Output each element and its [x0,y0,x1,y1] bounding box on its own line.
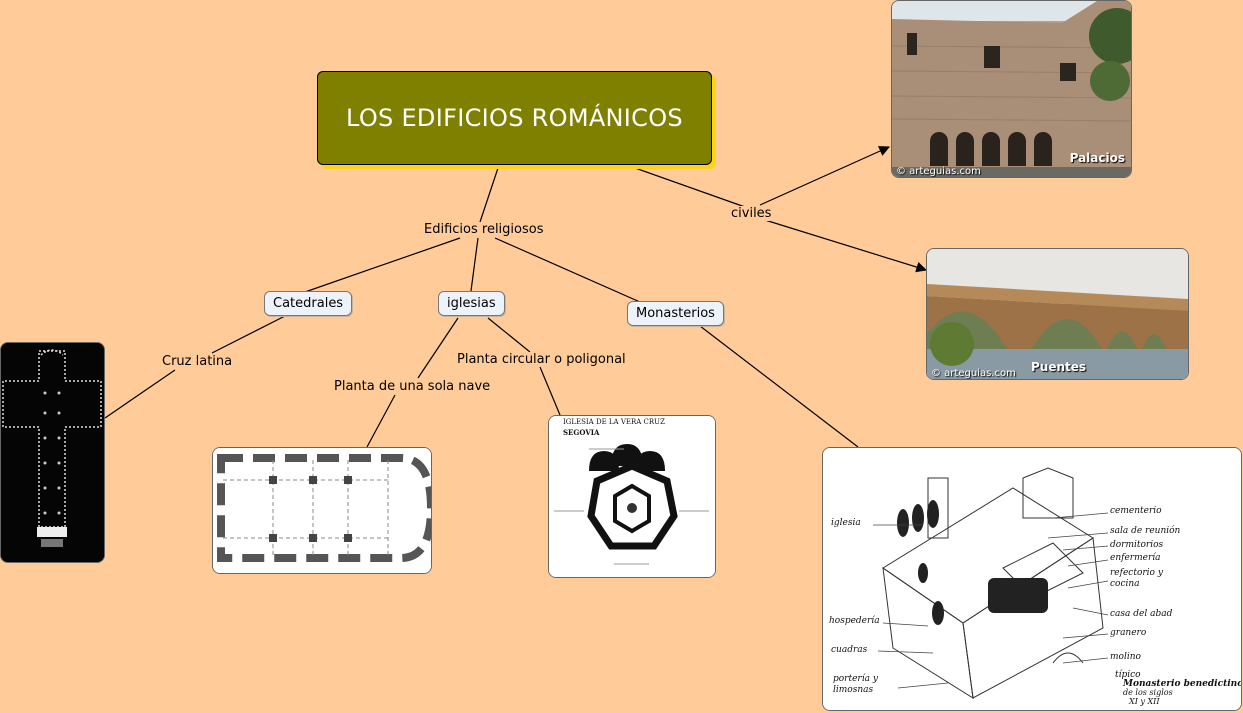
concept-monasterios[interactable]: Monasterios [627,301,724,326]
monastery-label-2: hospedería [829,616,880,626]
monastery-label-11: granero [1110,628,1147,638]
palace-illustration [892,1,1131,177]
link-label-sola-nave: Planta de una sola nave [332,379,493,394]
concept-iglesias[interactable]: iglesias [438,291,505,316]
link-label-religiosos: Edificios religiosos [422,222,546,237]
vera-cruz-heading: IGLESIA DE LA VERA CRUZ [563,418,665,426]
monastery-label-12: molino [1110,652,1141,662]
monastery-label-6: sala de reunión [1110,526,1181,536]
monastery-label-3: cuadras [831,645,868,655]
link-label-circular: Planta circular o poligonal [455,352,628,367]
link-label-cruz-latina: Cruz latina [160,354,235,369]
image-vera-cruz-plan[interactable]: IGLESIA DE LA VERA CRUZ SEGOVIA [548,415,716,578]
vera-cruz-city: SEGOVIA [563,428,600,437]
monastery-label-1: iglesia [831,518,861,528]
monastery-caption-3: de los siglos [1123,688,1173,697]
palacios-watermark: © arteguias.com [896,166,981,177]
link-label-civiles: civiles [729,206,774,221]
image-cruz-latina-plan[interactable] [0,342,105,563]
image-monasterio[interactable]: iglesia hospedería cuadras portería y li… [822,447,1242,711]
monastery-label-7: dormitorios [1110,540,1164,550]
image-una-nave-plan[interactable] [212,447,432,574]
monastery-caption-4: XI y XII [1129,697,1160,706]
monastery-caption-1: típico [1115,670,1141,680]
single-nave-plan [213,448,431,573]
concept-catedrales[interactable]: Catedrales [264,291,353,316]
monastery-caption-2: Monasterio benedictino [1123,679,1242,689]
monastery-label-10: casa del abad [1110,609,1173,619]
latin-cross-plan [1,343,104,562]
main-title[interactable]: LOS EDIFICIOS ROMÁNICOS [317,71,712,165]
monastery-label-5: cementerio [1110,506,1162,516]
puentes-caption: Puentes [1031,360,1087,374]
image-palacios[interactable]: Palacios © arteguias.com [891,0,1132,178]
monastery-label-8: enfermería [1110,553,1161,563]
palacios-caption: Palacios [1069,151,1125,165]
image-puentes[interactable]: Puentes © arteguias.com [926,248,1189,380]
monastery-sketch [823,448,1241,710]
vera-cruz-plan [549,416,715,577]
puentes-watermark: © arteguias.com [931,368,1016,379]
monastery-label-9: refectorio y cocina [1110,568,1163,589]
bridge-illustration [927,249,1188,379]
monastery-label-4: portería y limosnas [833,674,878,695]
